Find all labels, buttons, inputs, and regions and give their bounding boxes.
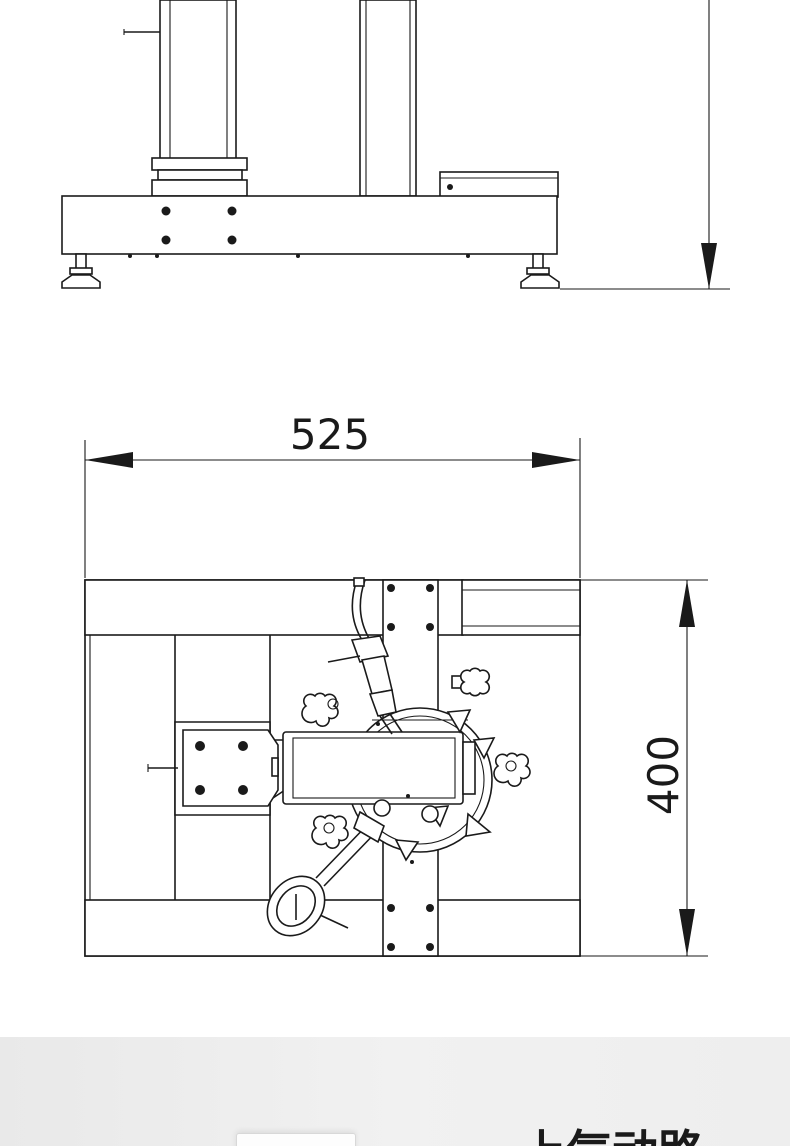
star-knob-top-left[interactable] <box>301 692 339 727</box>
footer-band: 上气动路 <box>0 1037 790 1146</box>
pedal-plan <box>461 579 581 636</box>
width-dimension: 525 <box>84 410 581 578</box>
star-knob-bottom-left[interactable] <box>311 814 349 849</box>
technical-drawing: 525 400 <box>61 0 730 957</box>
air-hose <box>327 577 403 735</box>
leveling-foot-right <box>520 253 560 289</box>
star-knob-right[interactable] <box>493 752 531 787</box>
left-column <box>159 0 237 161</box>
product-photo-edge <box>236 1133 356 1146</box>
base-plate <box>61 195 558 255</box>
mounting-plate <box>147 721 286 816</box>
front-view <box>61 0 730 290</box>
clamp-block <box>282 731 476 805</box>
fittings <box>373 722 439 823</box>
foot-pedal <box>439 171 559 198</box>
column-collar <box>151 157 248 171</box>
depth-label: 400 <box>639 735 688 815</box>
depth-dimension: 400 <box>580 579 708 957</box>
footer-heading: 上气动路 <box>520 1129 704 1146</box>
right-column <box>359 0 417 197</box>
star-knob-rail[interactable] <box>451 667 491 697</box>
plan-view: 525 400 <box>84 410 708 957</box>
leveling-foot-left <box>61 253 101 289</box>
pressure-gauge-arm <box>266 810 385 937</box>
width-label: 525 <box>290 410 370 459</box>
height-dimension <box>560 0 730 290</box>
